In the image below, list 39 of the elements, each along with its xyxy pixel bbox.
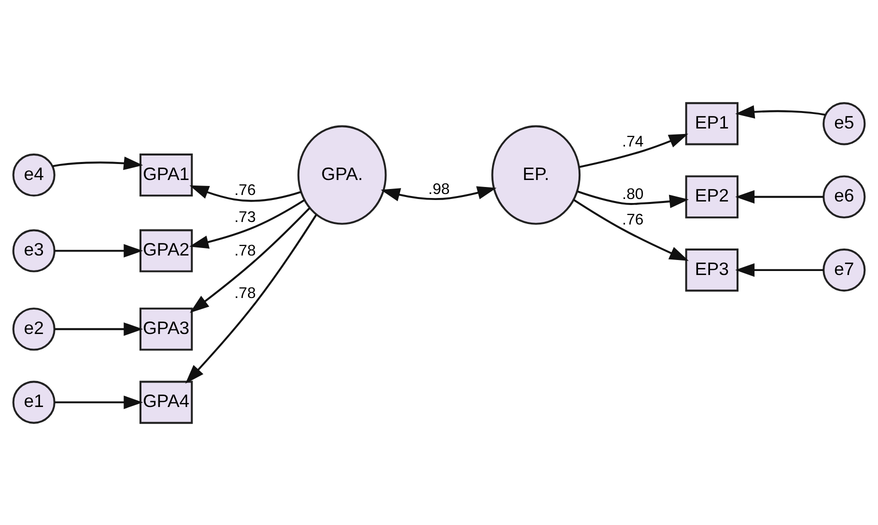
- arrow: [52, 156, 143, 170]
- node-circle: e4: [12, 153, 56, 196]
- node-ellipse: GPA.: [297, 124, 387, 224]
- arrow: [573, 198, 689, 260]
- arrow: [190, 207, 310, 312]
- node-box: EP3: [685, 248, 738, 292]
- edge-label: .78: [234, 242, 256, 259]
- node-box: GPA4: [140, 380, 193, 424]
- edge-label: .74: [622, 132, 644, 150]
- arrow: [54, 395, 143, 409]
- arrow: [189, 198, 305, 248]
- node-ellipse: EP.: [491, 124, 581, 224]
- node-circle: e7: [822, 248, 866, 292]
- node-box: EP2: [685, 174, 738, 218]
- node-circle: e1: [12, 380, 56, 424]
- node-box: GPA2: [140, 228, 193, 272]
- edge-label: .78: [234, 284, 256, 302]
- arrow: [735, 262, 824, 276]
- node-circle: e5: [822, 102, 866, 145]
- node-circle: e6: [822, 174, 866, 218]
- arrow: [735, 104, 826, 118]
- arrow: [380, 186, 497, 201]
- arrow: [577, 190, 689, 208]
- edge-label: .80: [622, 185, 644, 202]
- node-box: EP1: [685, 102, 738, 145]
- arrow: [578, 133, 688, 168]
- arrow: [185, 214, 317, 384]
- node-box: GPA3: [140, 307, 193, 350]
- edge-label: .98: [428, 180, 450, 198]
- arrow: [54, 244, 143, 258]
- node-circle: e3: [12, 228, 56, 272]
- node-box: GPA1: [140, 153, 193, 196]
- edge-label: .76: [234, 182, 256, 199]
- arrow: [735, 190, 824, 204]
- edge-label: .73: [234, 208, 256, 226]
- arrow: [54, 322, 143, 336]
- arrow: [189, 184, 302, 202]
- edge-label: .76: [622, 211, 644, 228]
- node-circle: e2: [12, 307, 56, 350]
